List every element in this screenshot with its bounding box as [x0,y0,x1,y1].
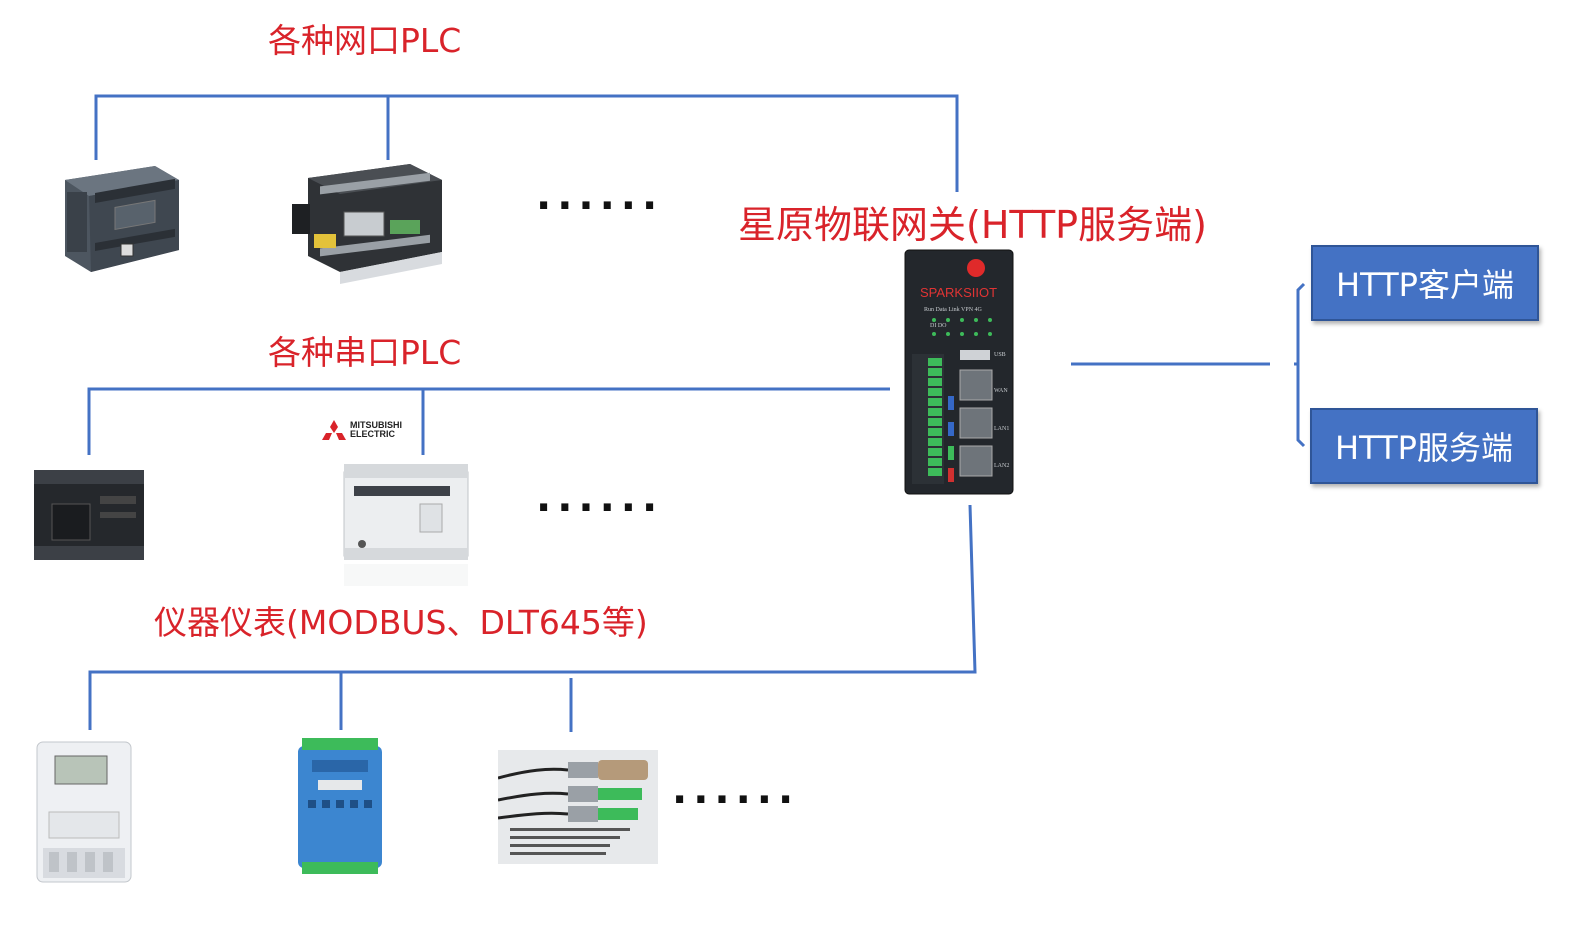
http-link [1071,282,1306,448]
temperature-sensors-image [498,750,658,864]
gateway-port-usb: USB [994,352,1006,358]
gateway-label: 星原物联网关(HTTP服务端) [738,203,1207,247]
gateway-brand: SPARKSIIOT [920,285,998,300]
instruments-label: 仪器仪表(MODBUS、DLT645等) [154,603,648,642]
mitsubishi-diamond-icon [322,420,346,440]
ellipsis-serial: ...... [536,475,664,521]
io-module-image [298,738,382,874]
mitsubishi-logo: MITSUBISHI ELECTRIC [322,420,402,440]
ethernet-plc-1-image [65,166,179,272]
ethernet-plc-label: 各种网口PLC [268,21,462,60]
http-client-box: HTTP客户端 [1311,245,1539,321]
instrument-bus [88,504,977,732]
serial-plc-label: 各种串口PLC [268,333,462,372]
ethernet-plc-2-image [292,164,442,284]
antenna-icon [967,259,985,277]
gateway-port-wan: WAN [994,388,1008,394]
http-server-box: HTTP服务端 [1310,408,1538,484]
serial-plc-2-image [343,464,469,586]
mitsubishi-text-2: ELECTRIC [350,429,395,439]
gateway-port-lan1: LAN1 [994,426,1010,432]
gateway-indicator-labels: Run Data Link VPN 4G [924,307,982,313]
ellipsis-ethernet: ...... [536,173,664,219]
energy-meter-image [36,741,132,883]
serial-bus [87,387,890,455]
ellipsis-instruments: ...... [672,767,800,813]
serial-plc-1-image [34,470,144,560]
gateway-port-lan2: LAN2 [994,463,1010,469]
mitsubishi-text-1: MITSUBISHI [350,420,403,430]
gateway-device-image [904,249,1014,495]
ethernet-bus [94,94,959,192]
gateway-io-labels: DI DO [930,323,947,329]
